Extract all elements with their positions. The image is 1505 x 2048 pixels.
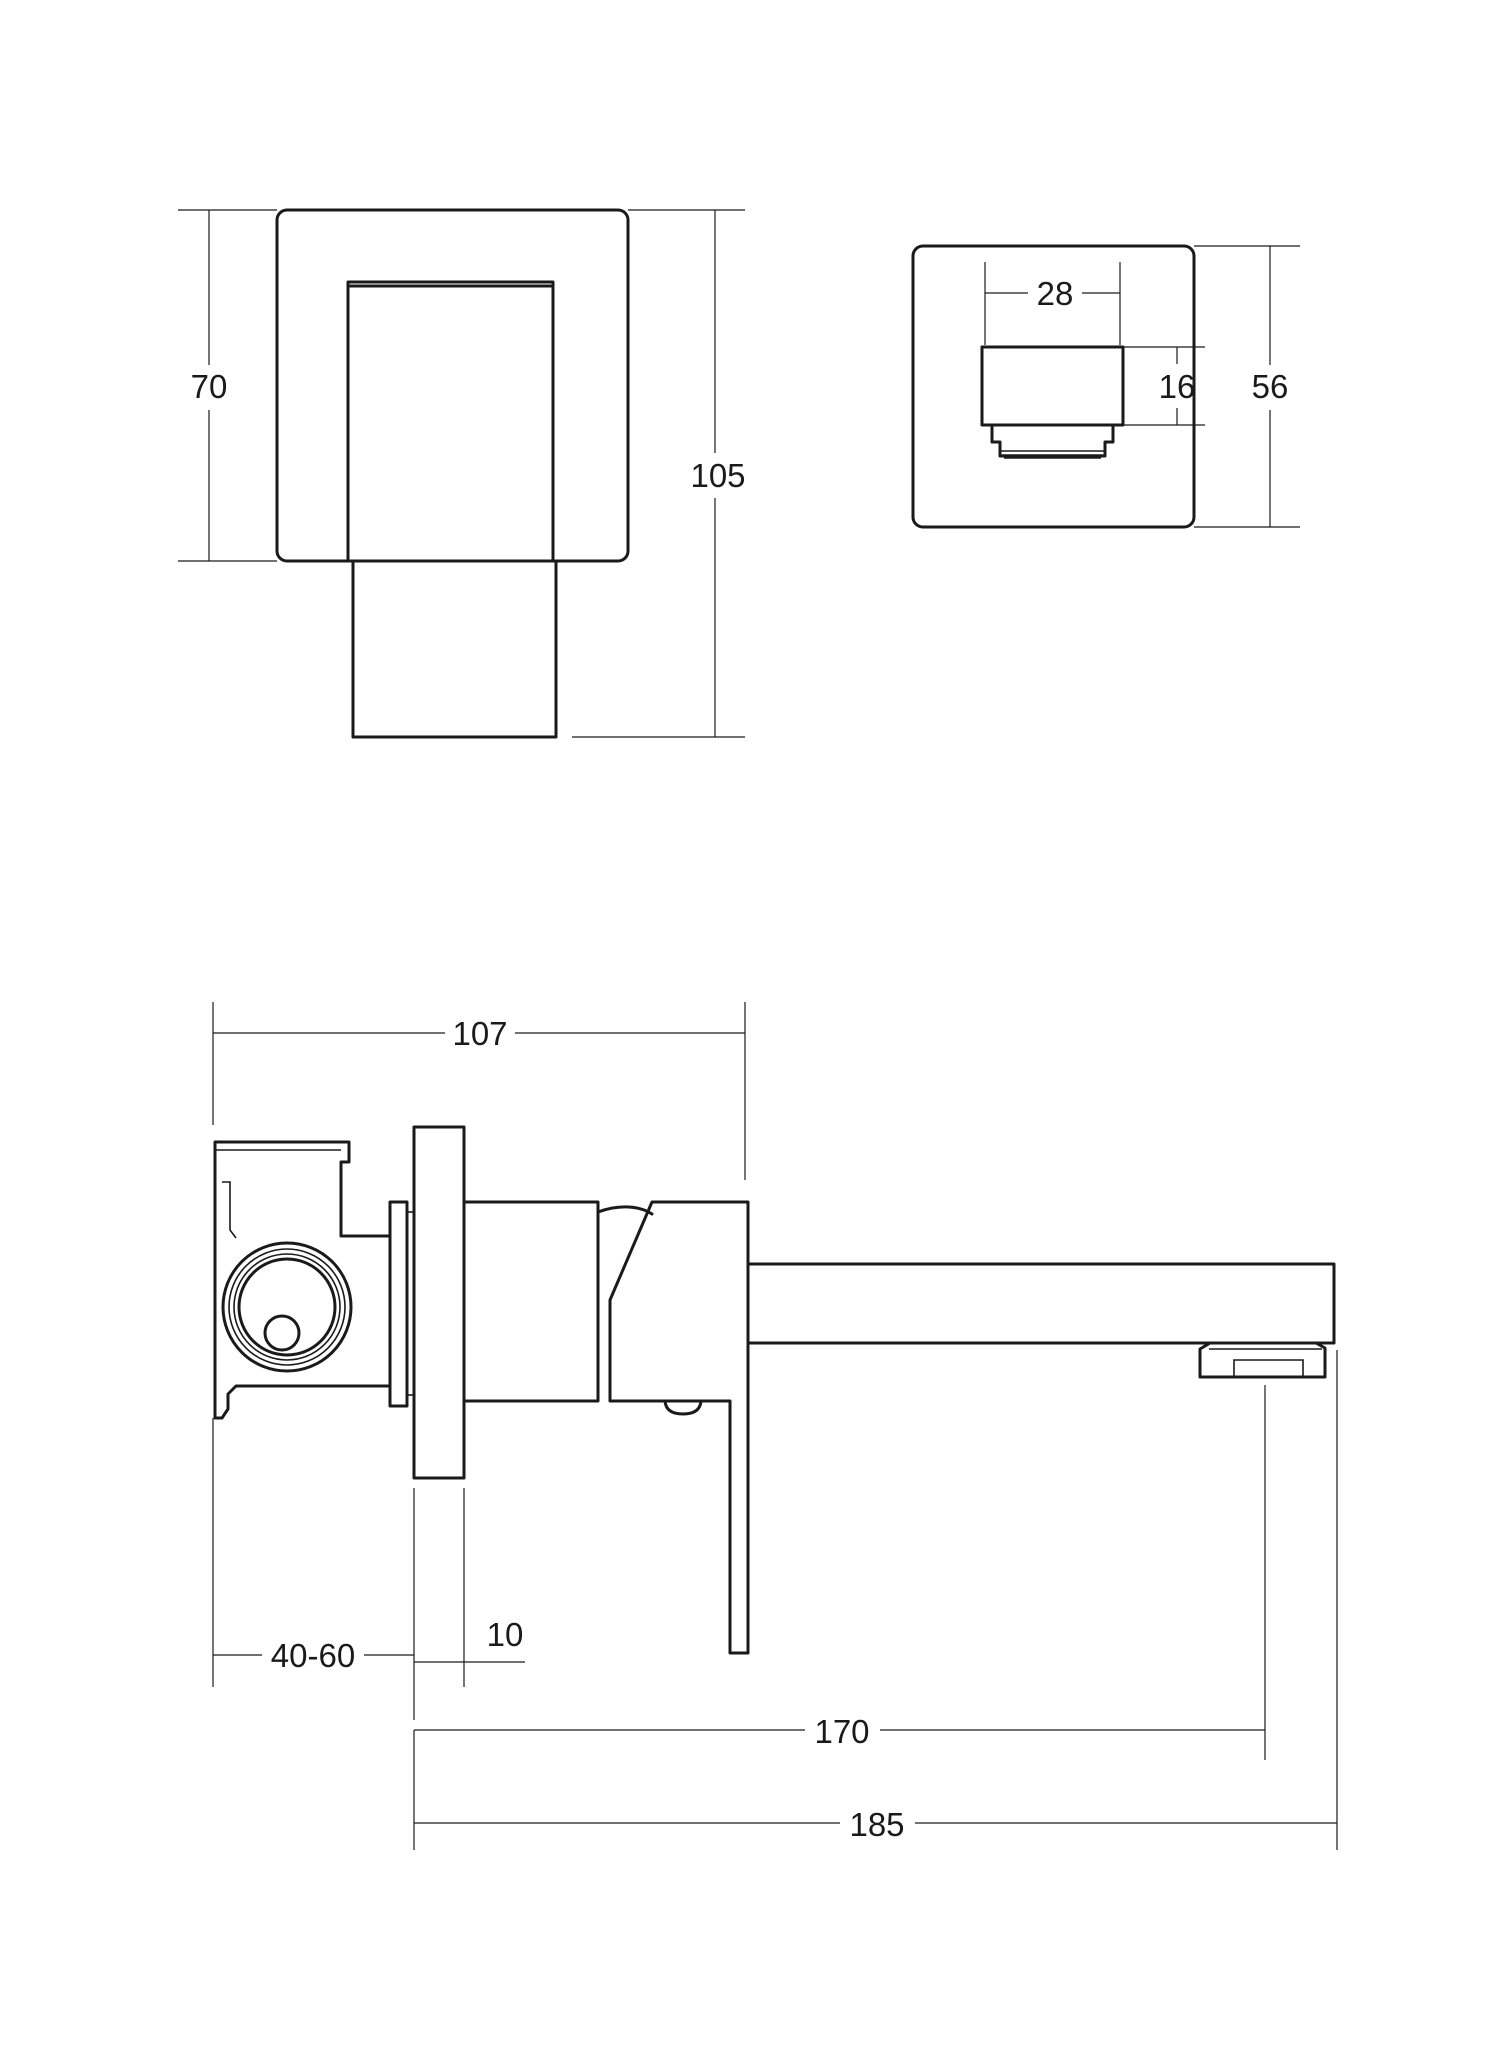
front-view: 70 105 <box>178 208 746 739</box>
dim-body-length: 107 <box>212 1002 746 1180</box>
dim-label-105: 105 <box>690 457 745 494</box>
spout <box>746 1262 1336 1345</box>
dim-outlet-reach: 170 <box>414 1385 1266 1760</box>
outlet-spout-end <box>980 345 1125 427</box>
outlet-view: 28 16 56 <box>911 244 1300 529</box>
front-lever-lower <box>351 559 558 739</box>
outlet-aerator <box>990 423 1115 458</box>
dim-plate-height: 70 <box>178 209 277 562</box>
front-wall-plate <box>275 208 630 563</box>
dim-outlet-width: 28 <box>984 262 1121 345</box>
valve-flange <box>388 1200 409 1408</box>
dim-plate-thickness: 10 <box>414 1488 525 1687</box>
dim-label-28: 28 <box>1037 275 1074 312</box>
dim-wall-depth: 40-60 <box>212 1418 415 1720</box>
dim-label-70: 70 <box>191 368 228 405</box>
side-lever-handle <box>608 1200 750 1655</box>
lever-screw <box>663 1399 703 1416</box>
dim-label-107: 107 <box>452 1015 507 1052</box>
dim-label-10: 10 <box>487 1616 524 1653</box>
dim-outlet-height: 16 <box>1123 346 1205 426</box>
dim-label-56: 56 <box>1252 368 1289 405</box>
side-wall-plate <box>412 1125 466 1480</box>
side-view: 107 40-60 10 170 185 <box>212 1002 1338 1850</box>
dim-spout-length: 185 <box>413 1350 1338 1850</box>
dim-label-40-60: 40-60 <box>271 1637 355 1674</box>
dim-outlet-plate-height: 56 <box>1194 245 1300 528</box>
dim-label-170: 170 <box>814 1713 869 1750</box>
valve-body <box>462 1200 600 1403</box>
dim-label-16: 16 <box>1159 368 1196 405</box>
front-lever-handle <box>346 280 555 563</box>
valve-inlet <box>221 1241 353 1373</box>
dim-overall-height: 105 <box>572 209 746 738</box>
dim-label-185: 185 <box>849 1806 904 1843</box>
outlet-wall-plate <box>911 244 1196 529</box>
